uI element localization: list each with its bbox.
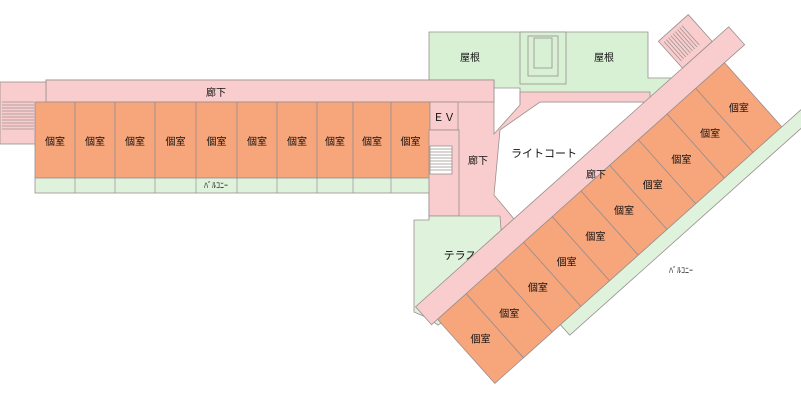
room-diagonal-label-8: 個室 bbox=[671, 153, 691, 166]
room-diagonal-label-5: 個室 bbox=[585, 230, 605, 243]
room-diagonal-label-10: 個室 bbox=[729, 102, 749, 115]
balcony-west-dividers bbox=[74, 178, 392, 193]
elevator-label: ＥＶ bbox=[433, 111, 455, 124]
room-west-label-8: 個室 bbox=[325, 135, 345, 148]
corridor-label-center: 廊下 bbox=[468, 154, 488, 167]
terrace-label: テラス bbox=[444, 249, 477, 262]
room-west-label-6: 個室 bbox=[247, 135, 267, 148]
west-wing-rooms: 個室 個室 個室 個室 個室 個室 個室 個室 個室 個室 bbox=[34, 101, 431, 179]
room-west-9 bbox=[352, 101, 392, 179]
room-west-label-3: 個室 bbox=[125, 135, 145, 148]
roof-label-left: 屋根 bbox=[460, 51, 480, 64]
room-west-4 bbox=[154, 101, 197, 179]
room-west-label-5: 個室 bbox=[207, 135, 227, 148]
stair-northeast bbox=[657, 14, 713, 69]
stair-west-steps bbox=[2, 101, 34, 130]
room-west-6 bbox=[236, 101, 278, 179]
room-west-3 bbox=[114, 101, 156, 179]
room-west-7 bbox=[276, 101, 318, 179]
room-diagonal-label-4: 個室 bbox=[557, 256, 577, 269]
room-diagonal-label-9: 個室 bbox=[700, 127, 720, 140]
room-west-label-10: 個室 bbox=[401, 135, 421, 148]
room-west-label-2: 個室 bbox=[85, 135, 105, 148]
room-west-label-7: 個室 bbox=[287, 135, 307, 148]
room-diagonal-label-6: 個室 bbox=[614, 204, 634, 217]
room-diagonal-label-7: 個室 bbox=[643, 179, 663, 192]
balcony-label-west: ﾊﾞﾙｺﾆｰ bbox=[204, 181, 228, 190]
stair-center-steps bbox=[430, 148, 452, 171]
room-diagonal-label-2: 個室 bbox=[499, 307, 519, 320]
corridor-label-west: 廊下 bbox=[206, 86, 226, 99]
room-diagonal-label-1: 個室 bbox=[471, 333, 491, 346]
room-west-label-9: 個室 bbox=[362, 135, 382, 148]
stair-northeast-steps bbox=[663, 25, 700, 62]
room-diagonal-label-3: 個室 bbox=[528, 281, 548, 294]
balcony-diagonal bbox=[559, 104, 801, 336]
balcony-west bbox=[34, 177, 431, 194]
room-west-8 bbox=[316, 101, 354, 179]
corridor-top-strip bbox=[45, 79, 495, 103]
balcony-label-diagonal: ﾊﾞﾙｺﾆｰ bbox=[669, 266, 693, 275]
room-west-label-1: 個室 bbox=[45, 135, 65, 148]
corridor-label-diagonal: 廊下 bbox=[586, 168, 606, 181]
light-court-label: ライトコート bbox=[511, 147, 577, 160]
room-west-label-4: 個室 bbox=[166, 135, 186, 148]
roof-center-core bbox=[533, 37, 553, 69]
room-west-5 bbox=[195, 101, 238, 179]
roof-label-right: 屋根 bbox=[594, 51, 614, 64]
